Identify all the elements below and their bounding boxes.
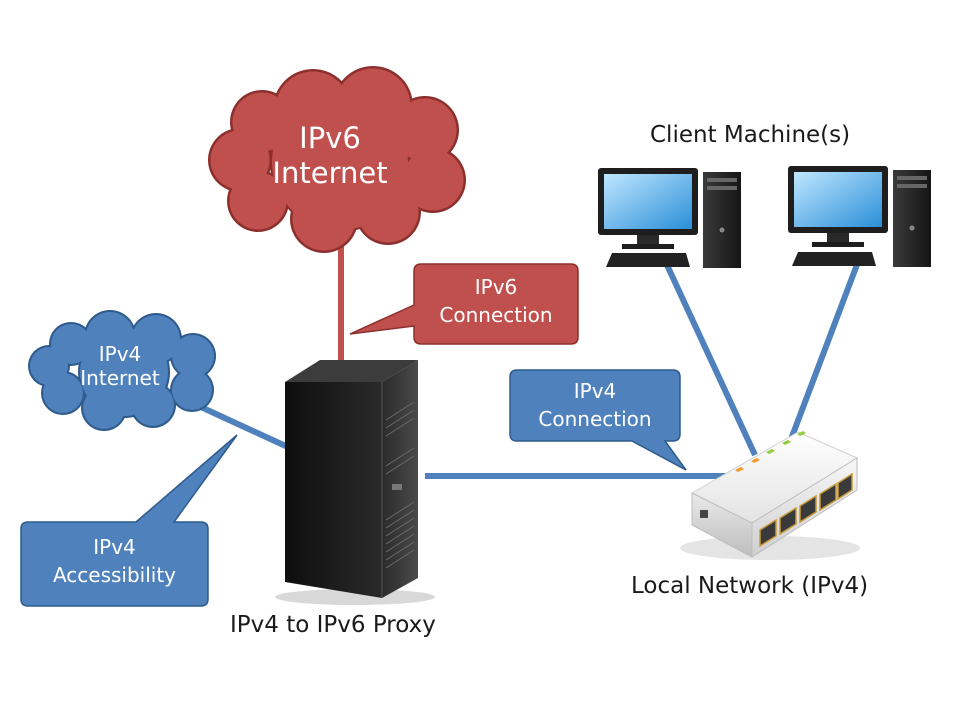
ipv6-connection-line2: Connection	[439, 303, 553, 327]
ipv4-accessibility-callout-label: IPv4 Accessibility	[21, 533, 208, 589]
desktop-computer-icon	[598, 168, 741, 268]
ipv4-accessibility-line2: Accessibility	[52, 563, 177, 587]
proxy-label: IPv4 to IPv6 Proxy	[230, 612, 436, 638]
local-network-label: Local Network (IPv4)	[631, 573, 869, 599]
client-machines-label: Client Machine(s)	[650, 122, 851, 148]
ipv4-internet-cloud	[28, 310, 216, 431]
ipv6-connection-line1: IPv6	[474, 275, 518, 299]
ipv4-cloud-label: IPv4 Internet	[60, 342, 180, 391]
connection-lines	[188, 236, 861, 479]
ipv6-connection-callout	[349, 263, 579, 345]
ipv4-accessibility-line1: IPv4	[93, 535, 136, 559]
desktop-computer-icon	[788, 166, 931, 267]
ipv4-connection-line1: IPv4	[573, 379, 617, 403]
client2-switch-link-line	[782, 260, 861, 457]
ipv6-cloud-label-line2: Internet	[272, 156, 388, 191]
ipv4-internet-link-line	[188, 399, 292, 451]
ipv6-cloud-label: IPv6 Internet	[255, 121, 405, 192]
ipv4-connection-callout	[509, 369, 687, 471]
ipv6-cloud-label-line1: IPv6	[299, 121, 361, 155]
client1-switch-link-line	[664, 263, 758, 457]
ipv6-internet-cloud	[208, 66, 466, 253]
ipv4-accessibility-callout	[20, 434, 238, 607]
ipv4-cloud-label-line1: IPv4	[98, 342, 142, 366]
ipv4-cloud-label-line2: Internet	[80, 366, 160, 391]
server-tower-icon	[275, 360, 435, 605]
ipv4-connection-callout-label: IPv4 Connection	[510, 377, 680, 433]
ipv6-connection-callout-label: IPv6 Connection	[414, 273, 578, 329]
network-switch-icon	[680, 431, 860, 560]
ipv4-connection-line2: Connection	[538, 407, 652, 431]
